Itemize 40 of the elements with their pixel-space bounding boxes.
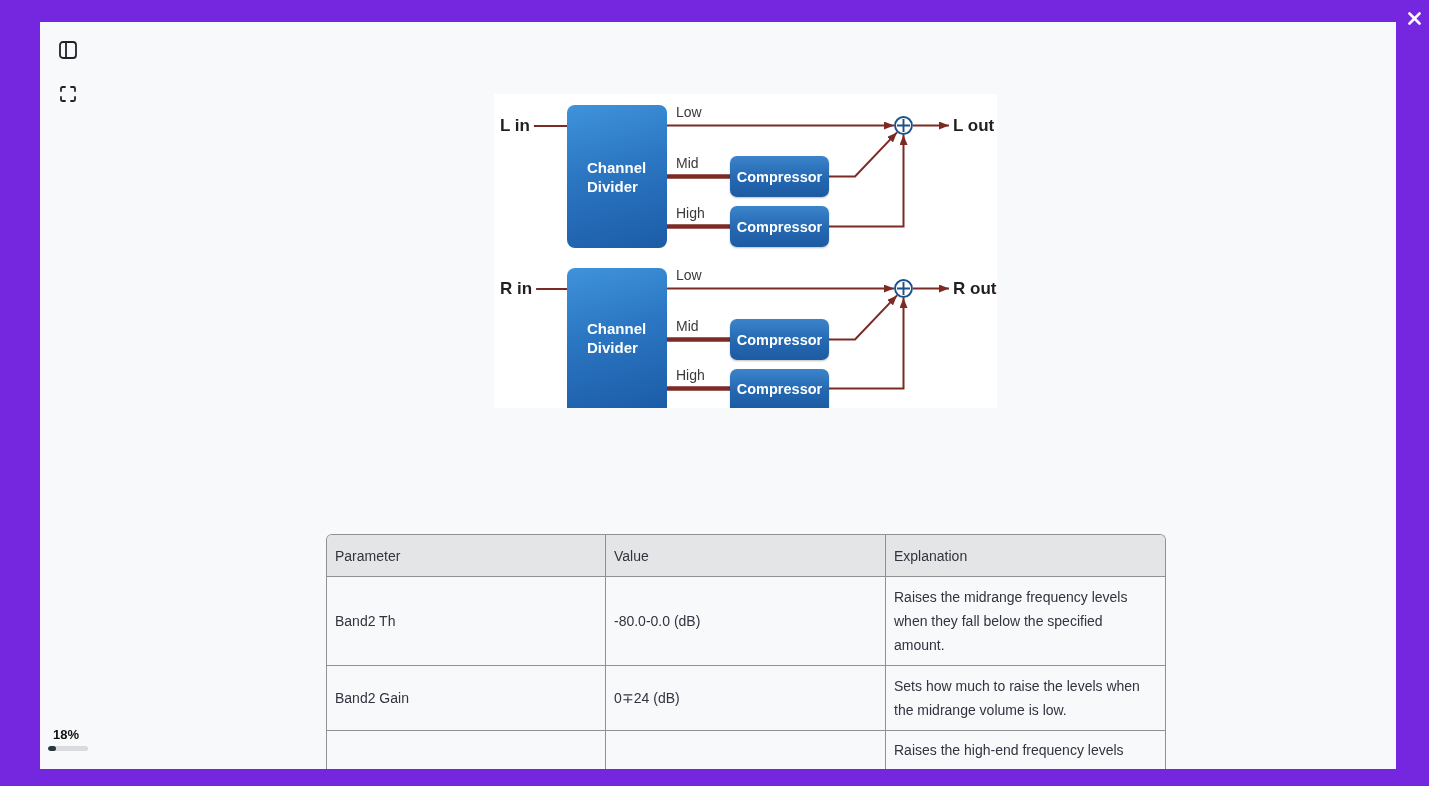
process-block: Channel Divider [567, 268, 667, 408]
connector-line [667, 386, 730, 391]
process-block: Channel Divider [567, 105, 667, 248]
arrow [828, 297, 908, 390]
signal-label: R out [949, 278, 997, 300]
column-header: Explanation [886, 535, 1165, 577]
connector-line [667, 224, 730, 229]
edge-label: High [676, 204, 705, 222]
table-cell: Band2 Gain [327, 666, 606, 731]
process-block: Compressor [730, 206, 829, 247]
connector-line [532, 125, 568, 127]
table-cell: 0∓24 (dB) [606, 666, 886, 731]
arrow [912, 121, 950, 130]
arrow [828, 294, 898, 341]
column-header: Value [606, 535, 886, 577]
signal-label: R in [496, 278, 537, 300]
process-block: Compressor [730, 369, 829, 408]
connector-line [667, 174, 730, 179]
arrow [828, 131, 898, 178]
progress-percentage: 18% [53, 727, 80, 743]
table-cell: Band2 Th [327, 577, 606, 666]
arrow [666, 284, 895, 293]
process-block: Compressor [730, 156, 829, 197]
edge-label: High [676, 366, 705, 384]
arrow [828, 134, 908, 228]
connector-line [667, 337, 730, 342]
arrow [666, 121, 895, 130]
table-cell: -80.0-0.0 (dB) [606, 577, 886, 666]
process-block: Compressor [730, 319, 829, 360]
signal-label: L out [949, 115, 997, 137]
column-header: Parameter [327, 535, 606, 577]
edge-label: Low [676, 266, 702, 284]
summing-junction [894, 279, 913, 298]
edge-label: Mid [676, 154, 699, 172]
connector-line [535, 288, 568, 290]
edge-label: Low [676, 103, 702, 121]
summing-junction [894, 116, 913, 135]
signal-label: L in [496, 115, 534, 137]
arrow [912, 284, 950, 293]
edge-label: Mid [676, 317, 699, 335]
